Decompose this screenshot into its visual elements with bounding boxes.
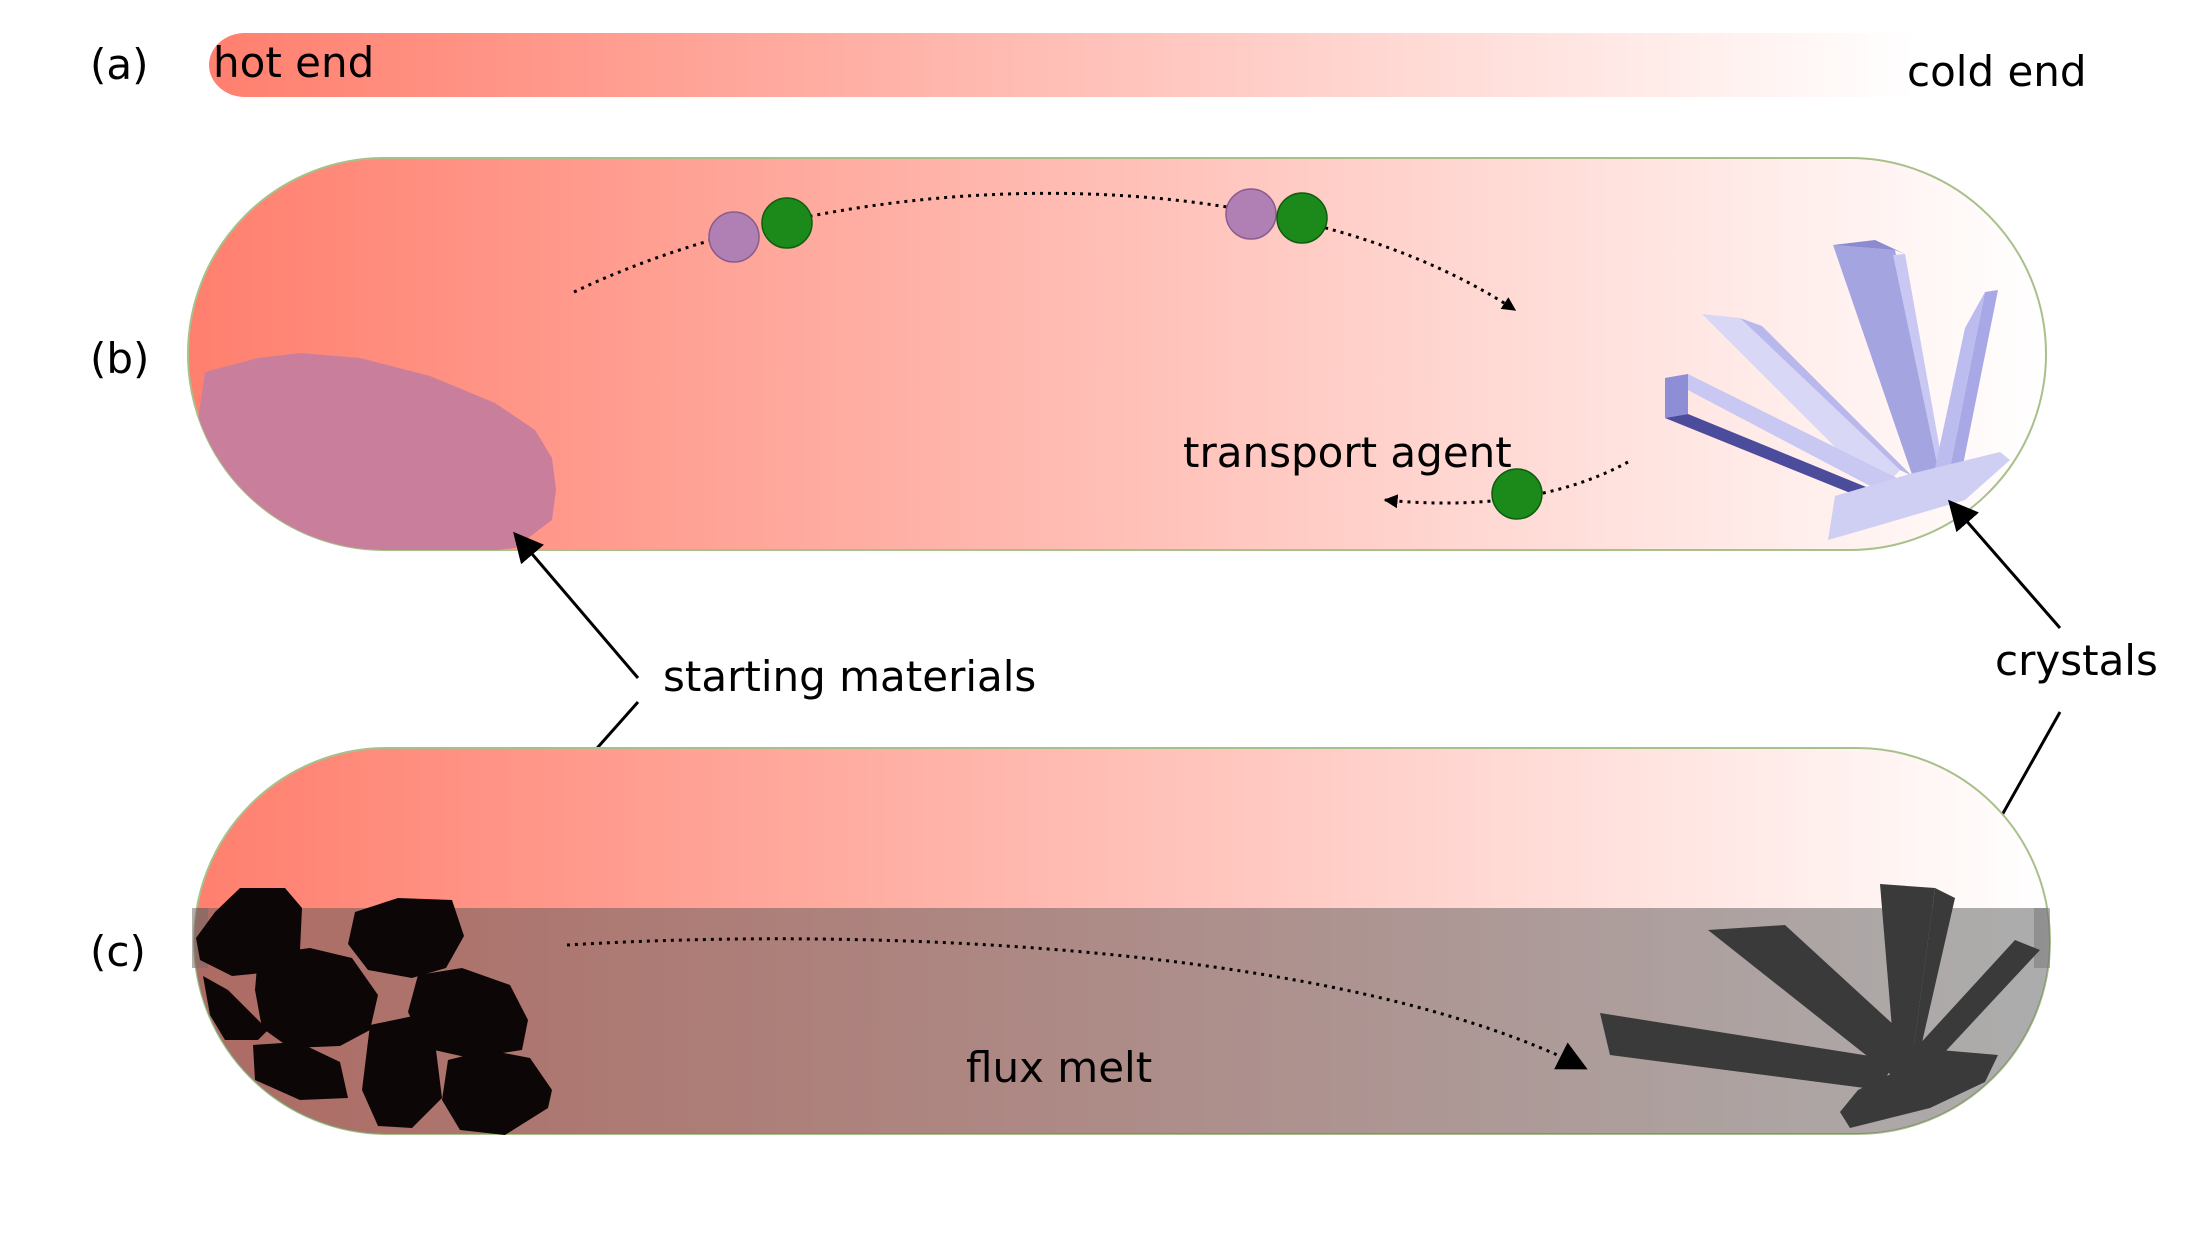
lump — [442, 1050, 552, 1135]
panel-label-b: (b) — [90, 334, 149, 383]
panel-label-c: (c) — [90, 927, 146, 976]
crystal-cluster-c — [1600, 884, 2040, 1128]
lump — [348, 898, 464, 978]
molecule-atom-purple — [1225, 188, 1277, 240]
transport-agent-label: transport agent — [1183, 428, 1512, 477]
ampoule-b — [187, 157, 2047, 551]
flux-melt-edge-right — [2034, 908, 2050, 968]
vapor-transport-path — [573, 191, 1517, 312]
starting-material-lumps — [196, 888, 552, 1135]
arrow-crystals-b — [1948, 499, 2062, 629]
flux-transport-path — [566, 937, 1588, 1070]
lump — [362, 1015, 442, 1128]
molecule-atom-green — [761, 197, 813, 249]
molecule-atom-purple — [708, 211, 760, 263]
flux-melt-label: flux melt — [966, 1043, 1152, 1092]
lump — [255, 948, 378, 1048]
temperature-gradient-bar — [209, 33, 1915, 97]
cold-end-label: cold end — [1907, 47, 2087, 96]
crystals-label: crystals — [1995, 636, 2158, 685]
lump — [408, 968, 528, 1058]
molecule-complex-1 — [708, 197, 813, 263]
hot-end-label: hot end — [213, 38, 374, 87]
transport-agent-molecule — [1491, 468, 1543, 520]
lump — [203, 976, 268, 1040]
lump — [253, 1042, 348, 1100]
arrow-starting-materials-b — [513, 531, 640, 679]
panel-label-a: (a) — [90, 40, 149, 89]
starting-material-powder — [198, 353, 556, 550]
molecule-complex-2 — [1225, 188, 1328, 244]
molecule-atom-green — [1276, 192, 1328, 244]
crystal-cluster-b — [1665, 240, 2010, 540]
starting-materials-label: starting materials — [663, 652, 1036, 701]
